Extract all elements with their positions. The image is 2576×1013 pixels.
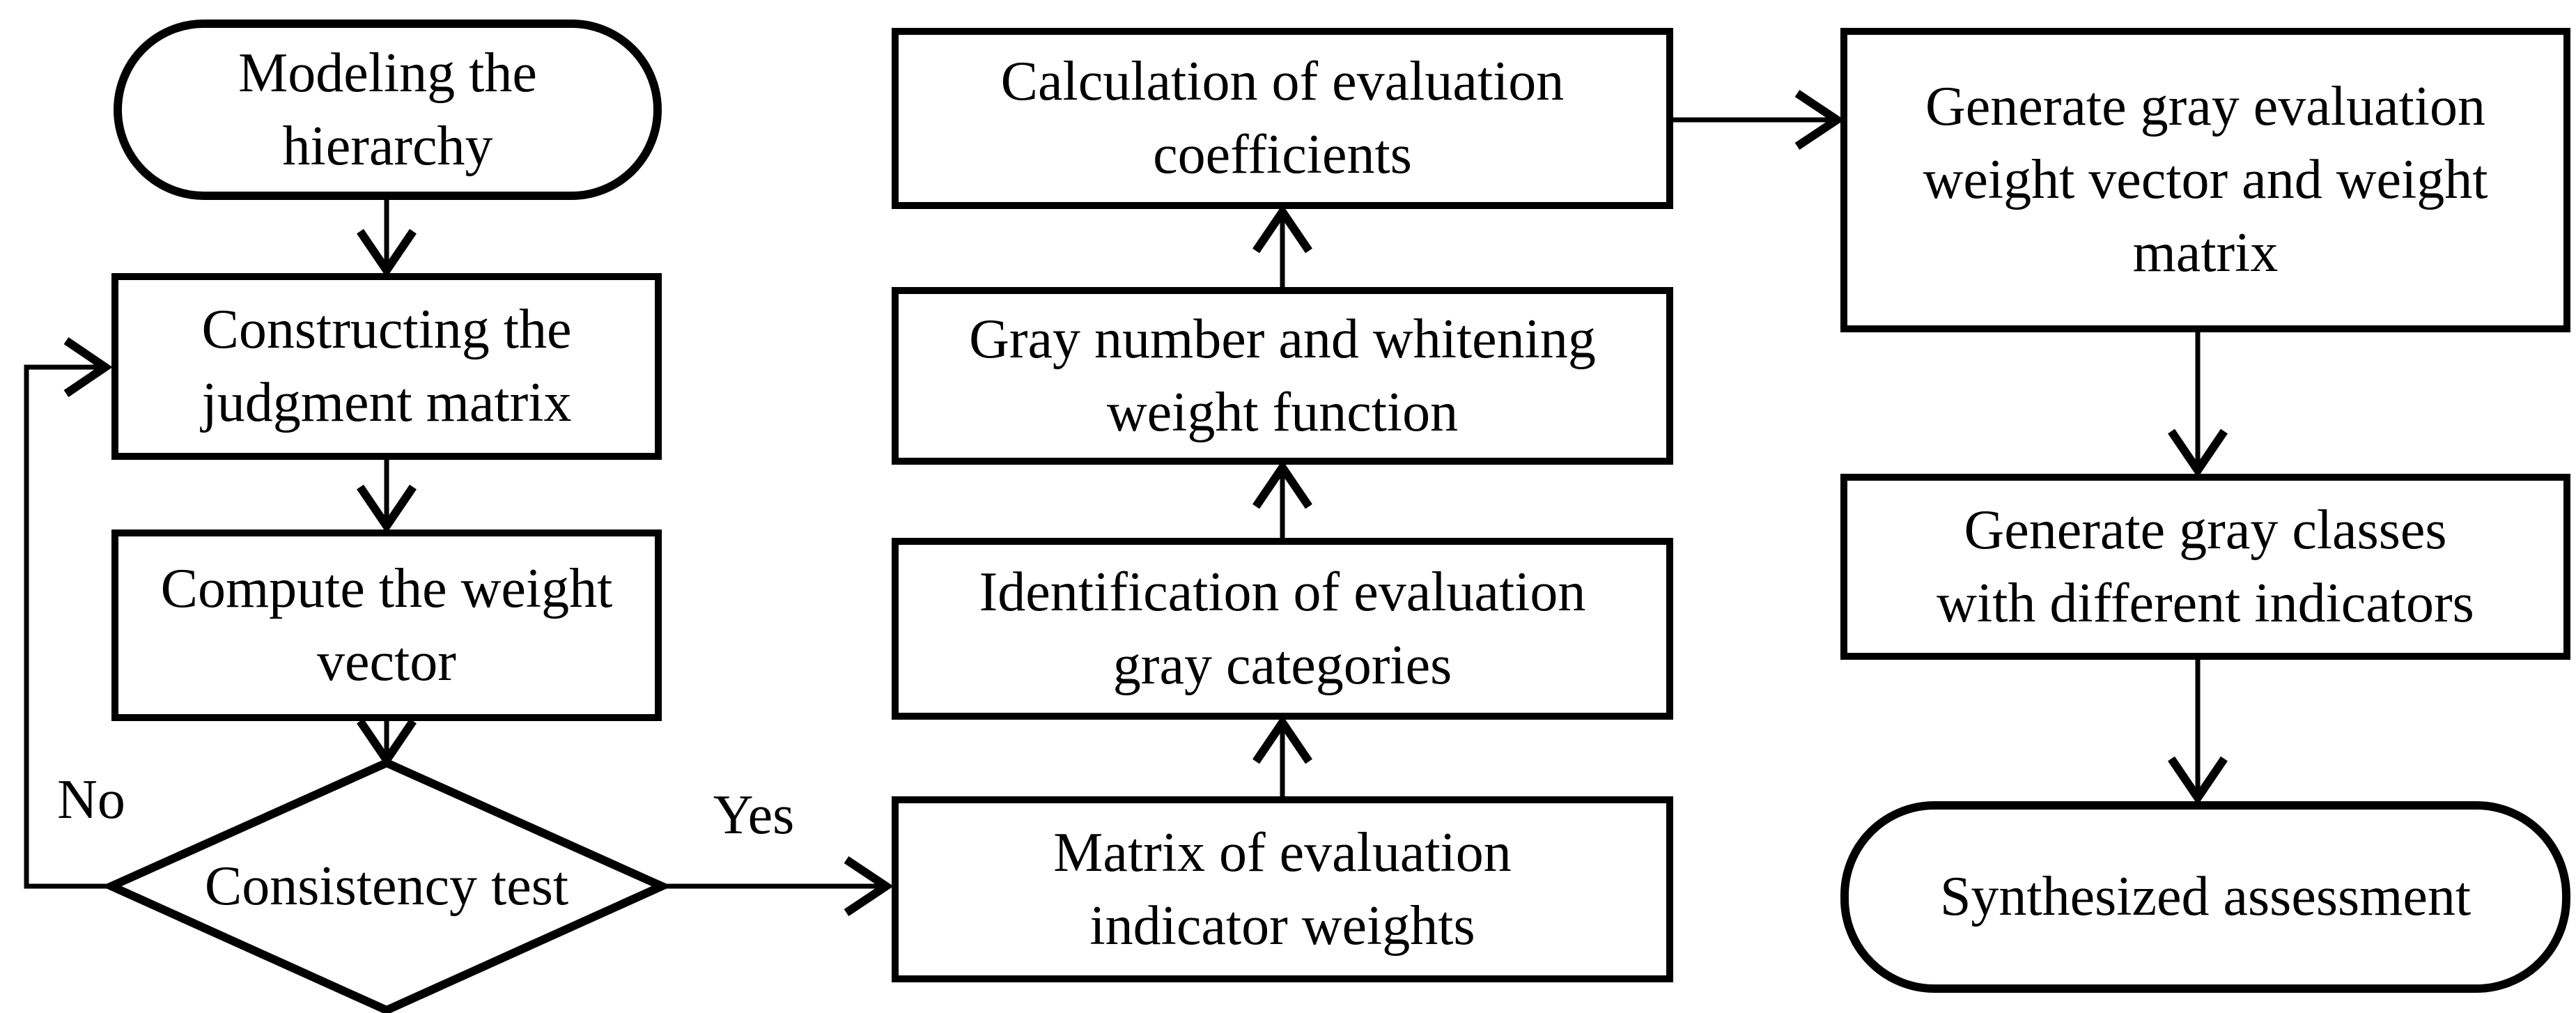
edge-classes-to-synthesized bbox=[2168, 660, 2228, 805]
edge-compute-to-consistency bbox=[357, 718, 417, 768]
node-calculation-evaluation-coefficients: Calculation of evaluation coefficients bbox=[892, 28, 1673, 209]
node-matrix-evaluation-indicator-weights: Matrix of evaluation indicator weights bbox=[892, 796, 1673, 982]
edge-matrix-to-categories bbox=[1252, 715, 1312, 796]
edge-modeling-to-constructing bbox=[357, 200, 417, 278]
node-consistency-test: Consistency test bbox=[204, 856, 569, 917]
node-generate-gray-evaluation-weight-vector-matrix: Generate gray evaluation weight vector a… bbox=[1840, 28, 2570, 332]
edge-categories-to-whitening bbox=[1252, 460, 1312, 538]
node-synthesized-assessment: Synthesized assessment bbox=[1840, 801, 2570, 993]
node-identification-evaluation-gray-categories: Identification of evaluation gray catego… bbox=[892, 538, 1673, 720]
node-modeling-the-hierarchy: Modeling the hierarchy bbox=[114, 20, 662, 200]
node-compute-weight-vector: Compute the weight vector bbox=[111, 529, 662, 721]
edge-label-yes: Yes bbox=[713, 784, 795, 846]
consistency-diamond-shape bbox=[101, 758, 672, 1013]
node-gray-number-whitening-weight-function: Gray number and whitening weight functio… bbox=[892, 287, 1673, 465]
node-constructing-judgment-matrix: Constructing the judgment matrix bbox=[111, 273, 662, 460]
edge-coefficients-to-generate-vector bbox=[1672, 90, 1845, 150]
edge-generate-vector-to-classes bbox=[2168, 332, 2228, 478]
edge-whitening-to-coefficients bbox=[1252, 204, 1312, 287]
edge-constructing-to-compute bbox=[357, 460, 417, 534]
node-generate-gray-classes-different-indicators: Generate gray classes with different ind… bbox=[1840, 474, 2570, 660]
edge-consistency-yes-to-matrix bbox=[662, 856, 894, 916]
edge-label-no: No bbox=[57, 769, 125, 830]
edge-consistency-no-loop bbox=[24, 337, 113, 889]
